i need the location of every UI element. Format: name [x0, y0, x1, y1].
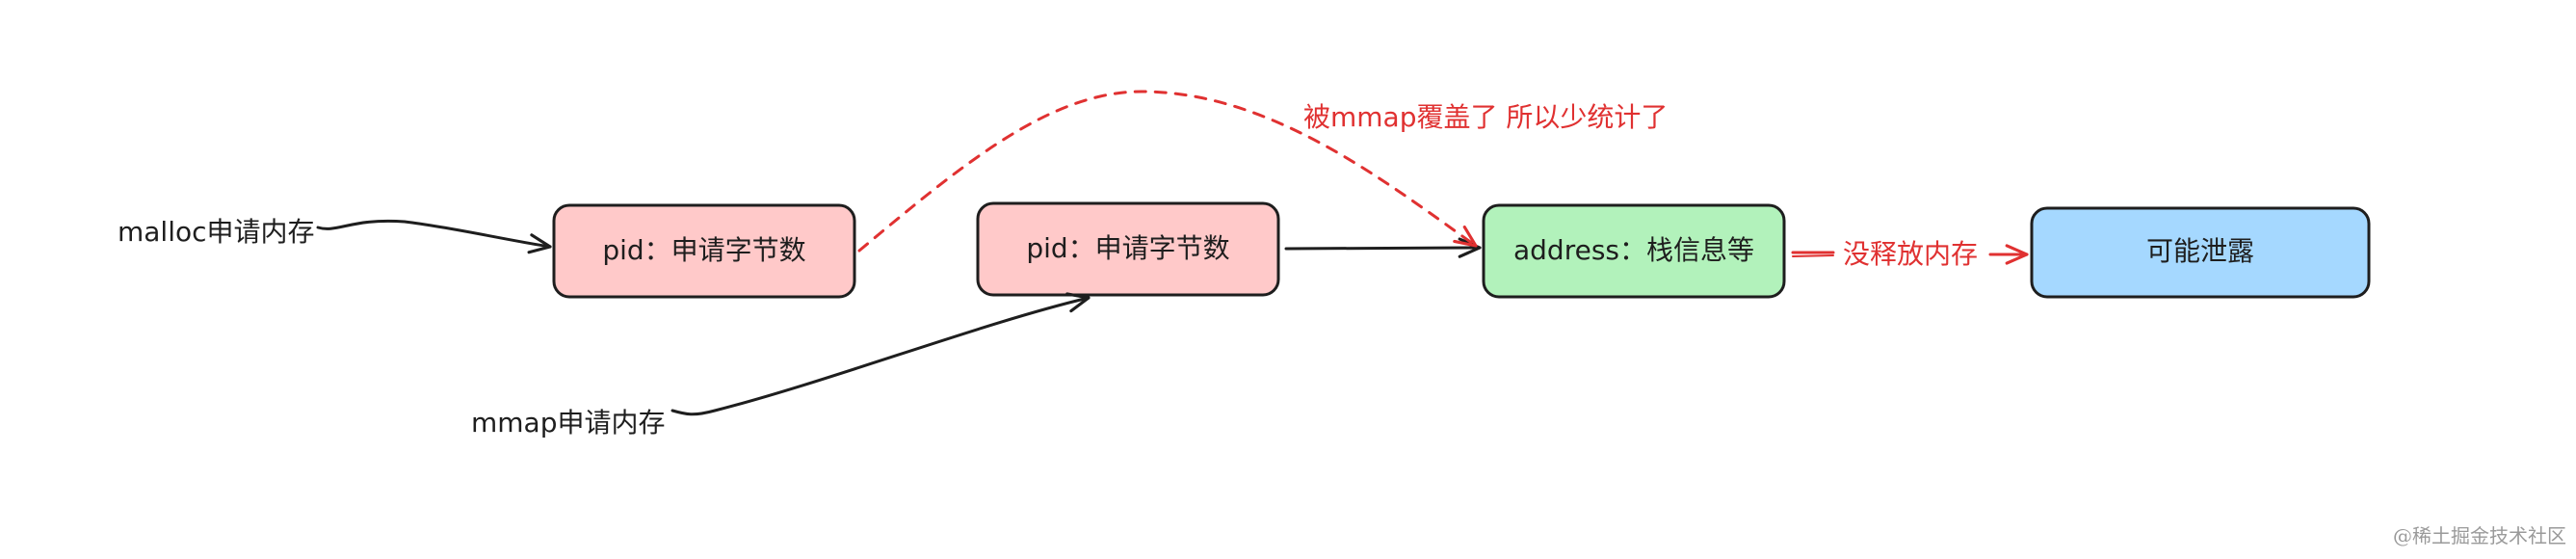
- node-address: address：栈信息等: [1482, 203, 1786, 299]
- node-leak: 可能泄露: [2030, 206, 2371, 299]
- node-leak-label: 可能泄露: [2146, 235, 2254, 267]
- node-leak-box: [2030, 206, 2371, 299]
- node-pid-mmap-label: pid：申请字节数: [1026, 232, 1229, 264]
- arrow-malloc-to-pid: [316, 219, 552, 254]
- watermark-text: @稀土掘金技术社区: [2393, 524, 2566, 547]
- node-pid-mmap: pid：申请字节数: [976, 201, 1280, 297]
- overwrite-label: 被mmap覆盖了 所以少统计了: [1303, 101, 1668, 133]
- node-pid-malloc-label: pid：申请字节数: [602, 234, 805, 266]
- arrow-overwrite-dashed: [857, 90, 1478, 253]
- source-mmap-label: mmap申请内存: [471, 407, 665, 439]
- node-address-box: [1482, 203, 1786, 299]
- node-pid-malloc-box: [552, 203, 856, 299]
- node-pid-mmap-box: [976, 201, 1280, 297]
- arrow-mmap-to-pid: [670, 292, 1091, 416]
- node-address-label: address：栈信息等: [1513, 234, 1754, 266]
- arrow-address-to-leak-tail-second: [1792, 254, 1834, 257]
- arrow-pid-mmap-to-address: [1284, 237, 1482, 258]
- node-pid-malloc: pid：申请字节数: [552, 203, 856, 299]
- source-malloc-label: malloc申请内存: [118, 216, 315, 248]
- not-freed-label: 没释放内存: [1843, 238, 1978, 270]
